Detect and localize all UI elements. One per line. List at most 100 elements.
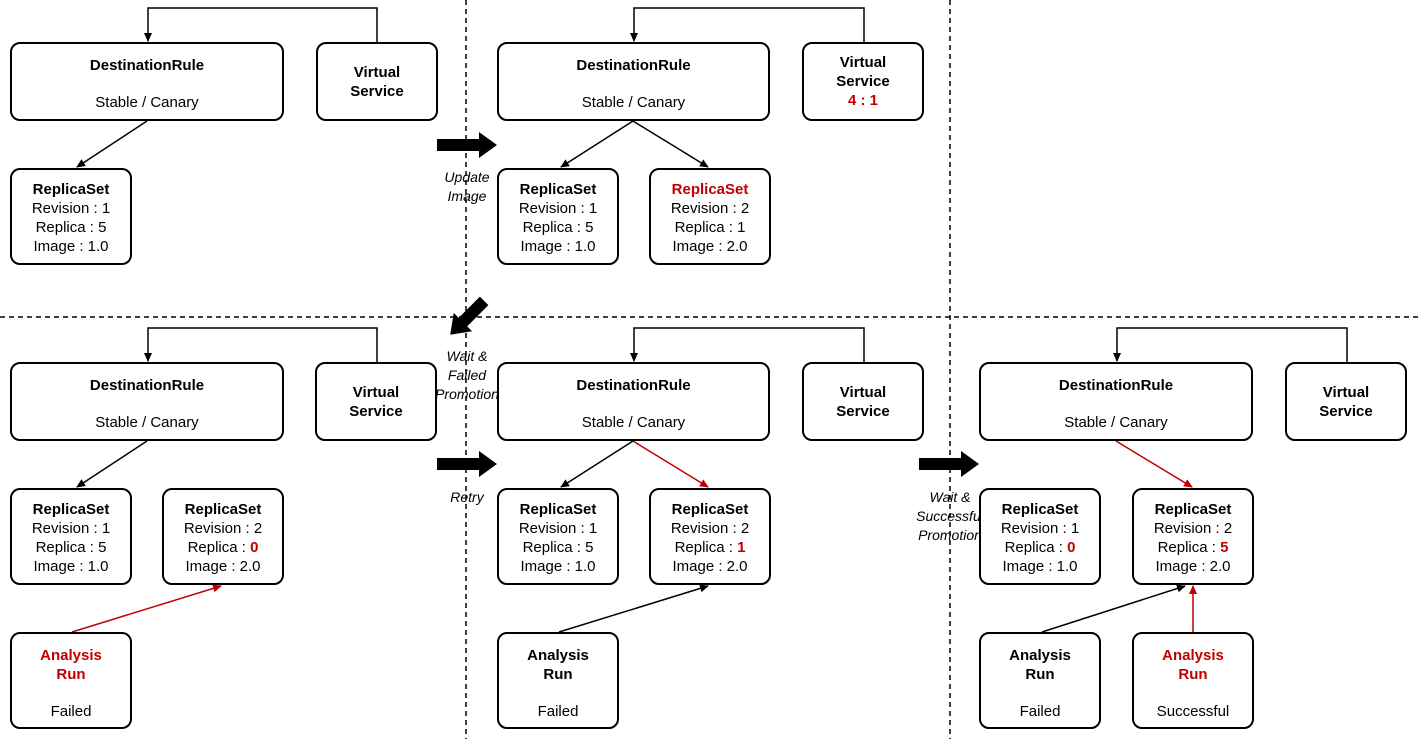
replicaset-title: ReplicaSet [519, 501, 597, 518]
transition-label: Update Image [432, 168, 502, 206]
replicaset-revision: Revision : 2 [670, 520, 750, 537]
dr-to-rs2-connector [632, 120, 709, 168]
replicaset-replica: Replica : 5 [35, 539, 107, 556]
replicaset-replica: Replica : 5 [522, 539, 594, 556]
analysis-run-box: Analysis Run Failed [979, 632, 1101, 729]
destination-rule-subtitle: Stable / Canary [1064, 414, 1168, 431]
replicaset-image: Image : 1.0 [520, 558, 596, 575]
destination-rule-title: DestinationRule [1058, 377, 1174, 394]
replicaset-title: ReplicaSet [519, 181, 597, 198]
replicaset-image: Image : 2.0 [1155, 558, 1231, 575]
destination-rule-subtitle: Stable / Canary [581, 414, 686, 431]
replicaset-image: Image : 1.0 [1002, 558, 1078, 575]
replicaset-revision: Revision : 2 [1153, 520, 1233, 537]
vs-to-dr-connector [1113, 327, 1348, 362]
destination-rule-subtitle: Stable / Canary [95, 94, 199, 111]
destination-rule-box: DestinationRule Stable / Canary [979, 362, 1253, 441]
analysis-run-box: Analysis Run Failed [10, 632, 132, 729]
destination-rule-subtitle: Stable / Canary [581, 94, 686, 111]
destination-rule-box: DestinationRule Stable / Canary [10, 362, 284, 441]
replicaset-box-canary: ReplicaSet Revision : 2 Replica : 1 Imag… [649, 488, 771, 585]
transition-arrow-right-icon [437, 132, 497, 158]
replicaset-box: ReplicaSet Revision : 1 Replica : 5 Imag… [497, 488, 619, 585]
virtual-service-label: Virtual [352, 383, 400, 401]
vs-to-dr-connector [630, 7, 865, 42]
replicaset-image: Image : 1.0 [520, 238, 596, 255]
replicaset-replica-value: 5 [1220, 539, 1229, 556]
replicaset-box-canary: ReplicaSet Revision : 2 Replica : 5 Imag… [1132, 488, 1254, 585]
transition-label: Retry [450, 489, 484, 505]
virtual-service-label: Virtual [839, 54, 887, 71]
replicaset-image: Image : 1.0 [33, 238, 109, 255]
replicaset-replica-label: Replica : [1157, 539, 1221, 556]
replicaset-image: Image : 2.0 [672, 558, 748, 575]
analysis-to-rs2-connector [558, 584, 709, 633]
transition-label-line: Image [447, 188, 487, 204]
transition-label-line: Update [444, 169, 490, 185]
replicaset-revision: Revision : 1 [1000, 520, 1080, 537]
transition-label-line: Wait & [929, 489, 971, 505]
destination-rule-title: DestinationRule [89, 57, 205, 74]
replicaset-image: Image : 2.0 [672, 238, 748, 255]
virtual-service-label: Service [1319, 402, 1373, 420]
replicaset-box: ReplicaSet Revision : 1 Replica : 0 Imag… [979, 488, 1101, 585]
replicaset-replica: Replica : 1 [674, 219, 746, 236]
transition-label-line: Failed [447, 367, 487, 383]
analysis-run-title-line: Run [543, 666, 573, 683]
replicaset-replica-label: Replica : [187, 539, 251, 556]
replicaset-revision: Revision : 1 [518, 520, 598, 537]
replicaset-revision: Revision : 1 [518, 200, 598, 217]
replicaset-replica-value: 1 [737, 539, 746, 556]
replicaset-box: ReplicaSet Revision : 1 Replica : 5 Imag… [497, 168, 619, 265]
replicaset-replica-label: Replica : [674, 539, 738, 556]
analysis-run-status: Failed [537, 703, 579, 720]
analysis-run-title-line: Analysis [1009, 647, 1071, 664]
replicaset-revision: Revision : 2 [183, 520, 263, 537]
analysis-run-status: Failed [50, 703, 92, 720]
transition-label-line: Promotion [918, 527, 982, 543]
replicaset-box: ReplicaSet Revision : 1 Replica : 5 Imag… [10, 488, 132, 585]
analysis-run-title-line: Analysis [1162, 647, 1224, 664]
destination-rule-title: DestinationRule [89, 377, 205, 394]
replicaset-box-canary: ReplicaSet Revision : 2 Replica : 0 Imag… [162, 488, 284, 585]
dr-to-rs2-connector [632, 440, 709, 488]
destination-rule-title: DestinationRule [576, 57, 691, 74]
replicaset-revision: Revision : 1 [31, 200, 111, 217]
virtual-service-box: Virtual Service [316, 42, 438, 121]
replicaset-replica: Replica : 5 [35, 219, 107, 236]
transition-label-line: Successful [916, 508, 984, 524]
analysis-run-box: Analysis Run Successful [1132, 632, 1254, 729]
virtual-service-label: Virtual [1322, 383, 1370, 401]
analysis1-to-rs2-connector [1041, 584, 1186, 633]
virtual-service-box: Virtual Service [802, 362, 924, 441]
analysis-run-title-line: Analysis [527, 647, 589, 664]
virtual-service-box: Virtual Service 4 : 1 [802, 42, 924, 121]
virtual-service-box: Virtual Service [315, 362, 437, 441]
vs-to-dr-connector [630, 327, 865, 362]
replicaset-replica-value: 0 [250, 539, 259, 556]
dr-to-rs1-connector [560, 440, 634, 488]
replicaset-title: ReplicaSet [32, 501, 110, 518]
transition-label: Wait & Successful Promotion [902, 488, 998, 545]
transition-label-line: Wait & [446, 348, 488, 364]
replicaset-title: ReplicaSet [671, 181, 749, 198]
virtual-service-label: Service [349, 402, 403, 420]
dr-to-rs1-connector [76, 440, 148, 488]
replicaset-replica: Replica : 0 [164, 538, 282, 557]
analysis-run-title: Analysis Run [12, 646, 130, 684]
analysis-run-title-line: Run [56, 666, 86, 683]
virtual-service-label: Service [836, 73, 890, 90]
vs-to-dr-connector [144, 7, 378, 42]
analysis-to-rs2-connector [71, 584, 222, 633]
virtual-service-label: Service [350, 82, 404, 100]
analysis-run-title-line: Analysis [40, 647, 102, 664]
replicaset-replica: Replica : 1 [651, 538, 769, 557]
destination-rule-subtitle: Stable / Canary [95, 414, 199, 431]
vs-to-dr-connector [144, 327, 378, 362]
transition-label-line: Promotion [435, 386, 499, 402]
dr-to-rs1-connector [560, 120, 634, 168]
replicaset-replica: Replica : 0 [981, 538, 1099, 557]
analysis-run-title-line: Run [1025, 666, 1055, 683]
analysis-run-box: Analysis Run Failed [497, 632, 619, 729]
replicaset-replica: Replica : 5 [1134, 538, 1252, 557]
